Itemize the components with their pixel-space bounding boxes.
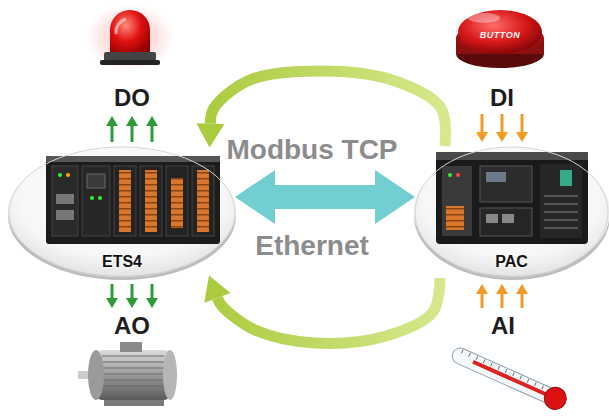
signal-label: AO [114,313,150,338]
thermometer [448,343,569,413]
button-caption: BUTTON [480,24,520,42]
signal-label: DI [490,85,514,110]
protocol-label: Ethernet [255,231,369,260]
signal-label: AI [491,313,515,338]
signal-label: DI [490,85,514,110]
button-caption: BUTTON [480,31,520,40]
protocol-label: Modbus TCP [226,135,397,164]
signal-label: AI [491,313,515,338]
pac-platform [414,148,609,280]
ets4-rack [46,156,220,244]
device-name: ETS4 [102,253,142,271]
siren-lamp [86,4,174,72]
platform-rim [9,147,235,277]
network-arrow [275,185,375,209]
motor-illustration [78,342,177,406]
ets4-platform [8,148,236,280]
signal-label: DO [114,85,150,110]
pac-controller [436,152,588,244]
protocol-label: Modbus TCP [226,135,397,164]
device-name: PAC [495,253,528,271]
push-button [456,10,544,68]
protocol-label: Ethernet [255,231,369,260]
signal-label: AO [114,313,150,338]
connectors [210,71,445,343]
device-platform: ETS4 [8,146,236,278]
device-platform: PAC [414,146,609,278]
signal-label: DO [114,85,150,110]
flow-arrow [217,278,440,343]
platform-rim [415,147,608,277]
